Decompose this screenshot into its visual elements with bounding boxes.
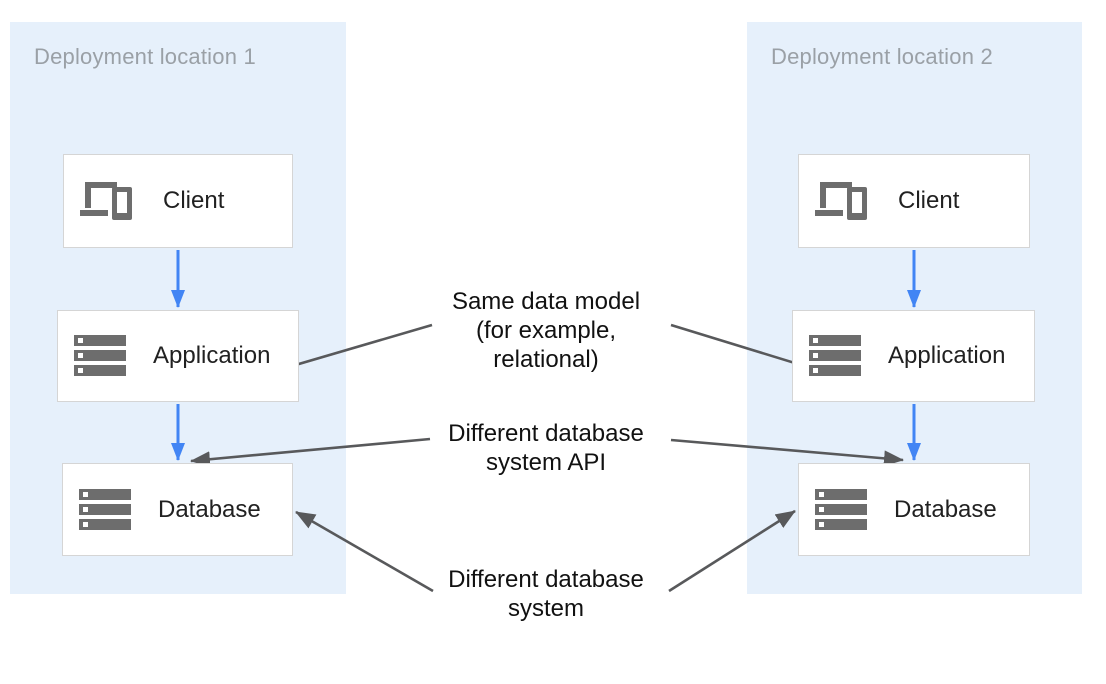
annotation-different-db-system: Different database system	[448, 566, 644, 622]
node-label: Client	[163, 187, 225, 214]
node-application-1: Application	[57, 310, 299, 402]
devices-icon	[79, 180, 137, 222]
annotation-same-data-model: Same data model (for example, relational…	[451, 288, 641, 373]
node-client-1: Client	[63, 154, 293, 248]
panel-2-title: Deployment location 2	[771, 44, 993, 69]
storage-icon	[73, 335, 127, 377]
storage-icon	[814, 488, 868, 531]
storage-icon	[78, 488, 132, 531]
storage-icon	[808, 335, 862, 377]
node-label: Application	[153, 342, 271, 369]
node-label: Client	[898, 187, 960, 214]
node-client-2: Client	[798, 154, 1030, 248]
node-application-2: Application	[792, 310, 1035, 402]
devices-icon	[814, 180, 872, 222]
panel-1-title: Deployment location 1	[34, 44, 256, 69]
node-database-2: Database	[798, 463, 1030, 556]
node-label: Application	[888, 342, 1006, 369]
annotation-different-db-api: Different database system API	[448, 420, 644, 476]
node-label: Database	[894, 495, 997, 523]
node-label: Database	[158, 495, 261, 523]
node-database-1: Database	[62, 463, 293, 556]
